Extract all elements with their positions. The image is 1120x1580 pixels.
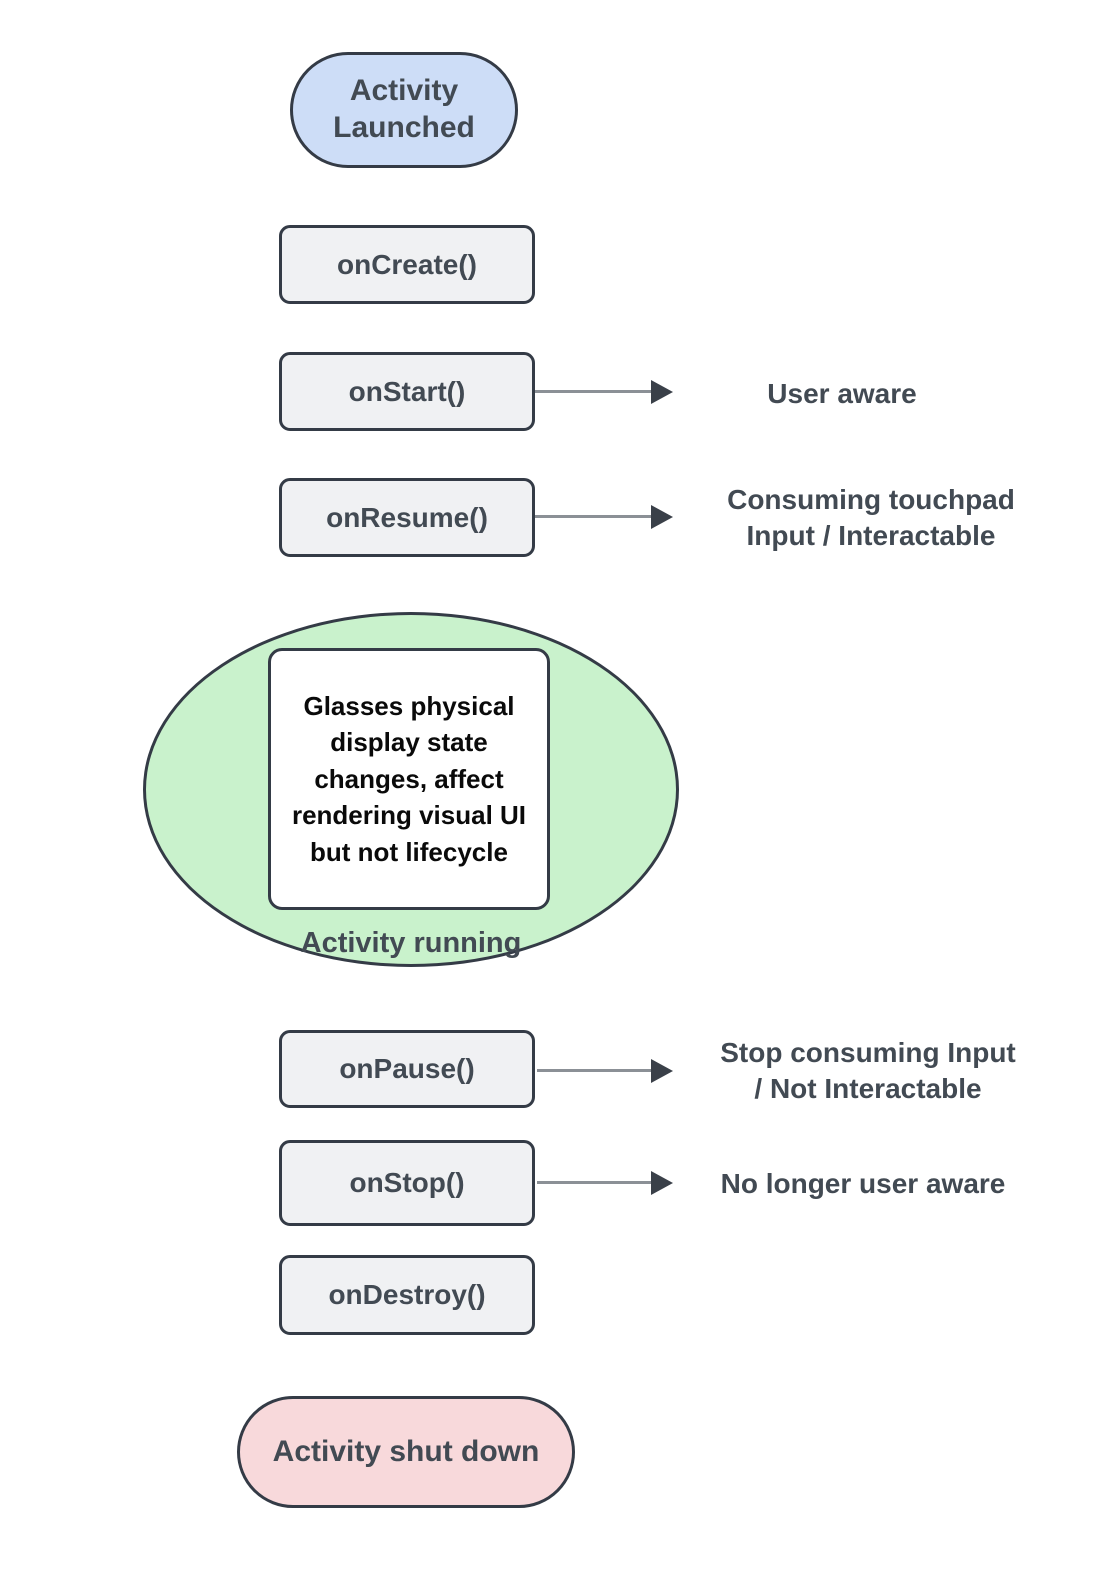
node-ondestroy: onDestroy() xyxy=(279,1255,535,1335)
node-onstart-label: onStart() xyxy=(348,375,466,407)
node-activity-running-label: Activity running xyxy=(300,927,522,959)
running-state-note-text: Glasses physical display state changes, … xyxy=(291,691,527,867)
arrowhead-icon xyxy=(651,1170,673,1195)
node-activity-running: Glasses physical display state changes, … xyxy=(143,612,679,967)
node-activity-launched: Activity Launched xyxy=(290,52,518,168)
arrowhead-icon xyxy=(651,1058,673,1083)
node-onpause: onPause() xyxy=(279,1030,535,1108)
annotation-stop-line2: / Not Interactable xyxy=(754,1073,982,1105)
node-oncreate-label: onCreate() xyxy=(336,248,477,280)
annotation-consuming-line1: Consuming touchpad xyxy=(727,484,1015,515)
annotation-stop-line1: Stop consuming Input xyxy=(720,1037,1016,1068)
running-state-note-box: Glasses physical display state changes, … xyxy=(268,648,550,910)
annotation-consuming-touchpad: Consuming touchpad Input / Interactable xyxy=(690,482,1052,555)
node-onstart: onStart() xyxy=(279,352,535,431)
annotation-stop-consuming: Stop consuming Input / Not Interactable xyxy=(687,1035,1049,1108)
arrow-onresume-to-consuming xyxy=(535,504,673,529)
annotation-no-longer-user-aware: No longer user aware xyxy=(720,1168,1006,1199)
node-activity-shut-down-label: Activity shut down xyxy=(272,1435,540,1468)
arrowhead-icon xyxy=(651,379,673,404)
annotation-consuming-line2: Input / Interactable xyxy=(746,520,996,552)
arrowhead-icon xyxy=(651,504,673,529)
node-onpause-label: onPause() xyxy=(339,1053,475,1084)
node-activity-shut-down: Activity shut down xyxy=(237,1396,575,1508)
node-onstop-label: onStop() xyxy=(349,1167,465,1198)
node-onstop: onStop() xyxy=(279,1140,535,1226)
node-activity-launched-label: Activity Launched xyxy=(333,74,475,144)
annotation-user-aware: User aware xyxy=(767,378,917,409)
node-ondestroy-label: onDestroy() xyxy=(328,1279,486,1310)
arrow-onpause-to-stop-consuming xyxy=(537,1058,673,1083)
arrow-onstop-to-no-longer-aware xyxy=(537,1170,673,1195)
node-oncreate: onCreate() xyxy=(279,225,535,304)
node-onresume-label: onResume() xyxy=(326,501,488,533)
arrow-onstart-to-user-aware xyxy=(535,379,673,404)
node-onresume: onResume() xyxy=(279,478,535,557)
